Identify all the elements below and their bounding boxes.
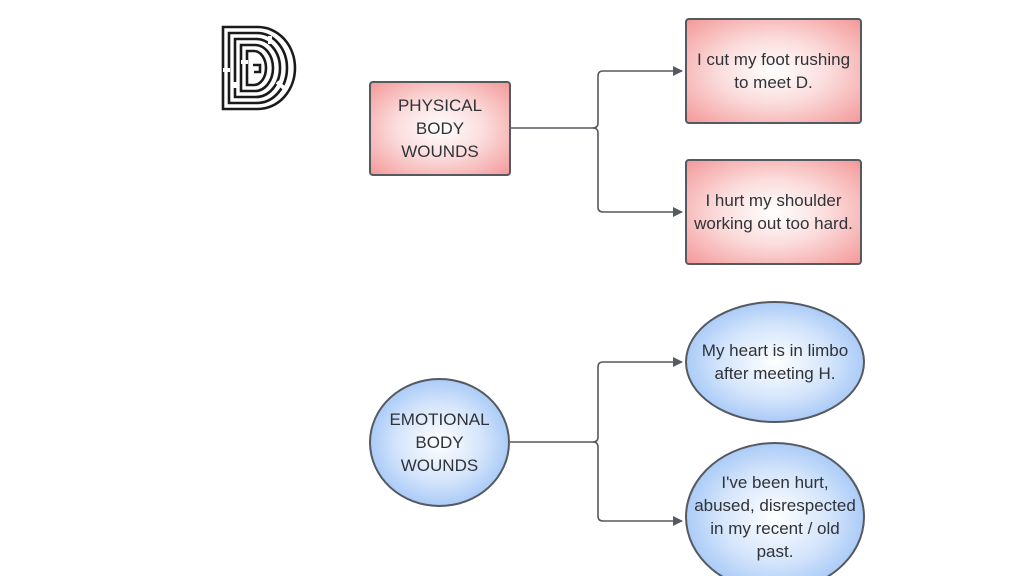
physical-body-wounds-node: PHYSICAL BODY WOUNDS [369, 81, 511, 176]
connector-physical-to-shoulder [592, 127, 683, 217]
connector-emotional-to-heart [592, 357, 683, 443]
hurt-abused-past-node: I've been hurt, abused, disrespected in … [685, 442, 865, 576]
cut-foot-node: I cut my foot rushing to meet D. [685, 18, 862, 124]
connector-physical-to-foot [592, 66, 683, 129]
maze-letter-d-logo-icon [221, 25, 297, 111]
hurt-shoulder-node: I hurt my shoulder working out too hard. [685, 159, 862, 265]
connector-emotional-to-hurt [592, 441, 683, 526]
heart-in-limbo-node: My heart is in limbo after meeting H. [685, 301, 865, 423]
emotional-body-wounds-node: EMOTIONAL BODY WOUNDS [369, 378, 510, 507]
